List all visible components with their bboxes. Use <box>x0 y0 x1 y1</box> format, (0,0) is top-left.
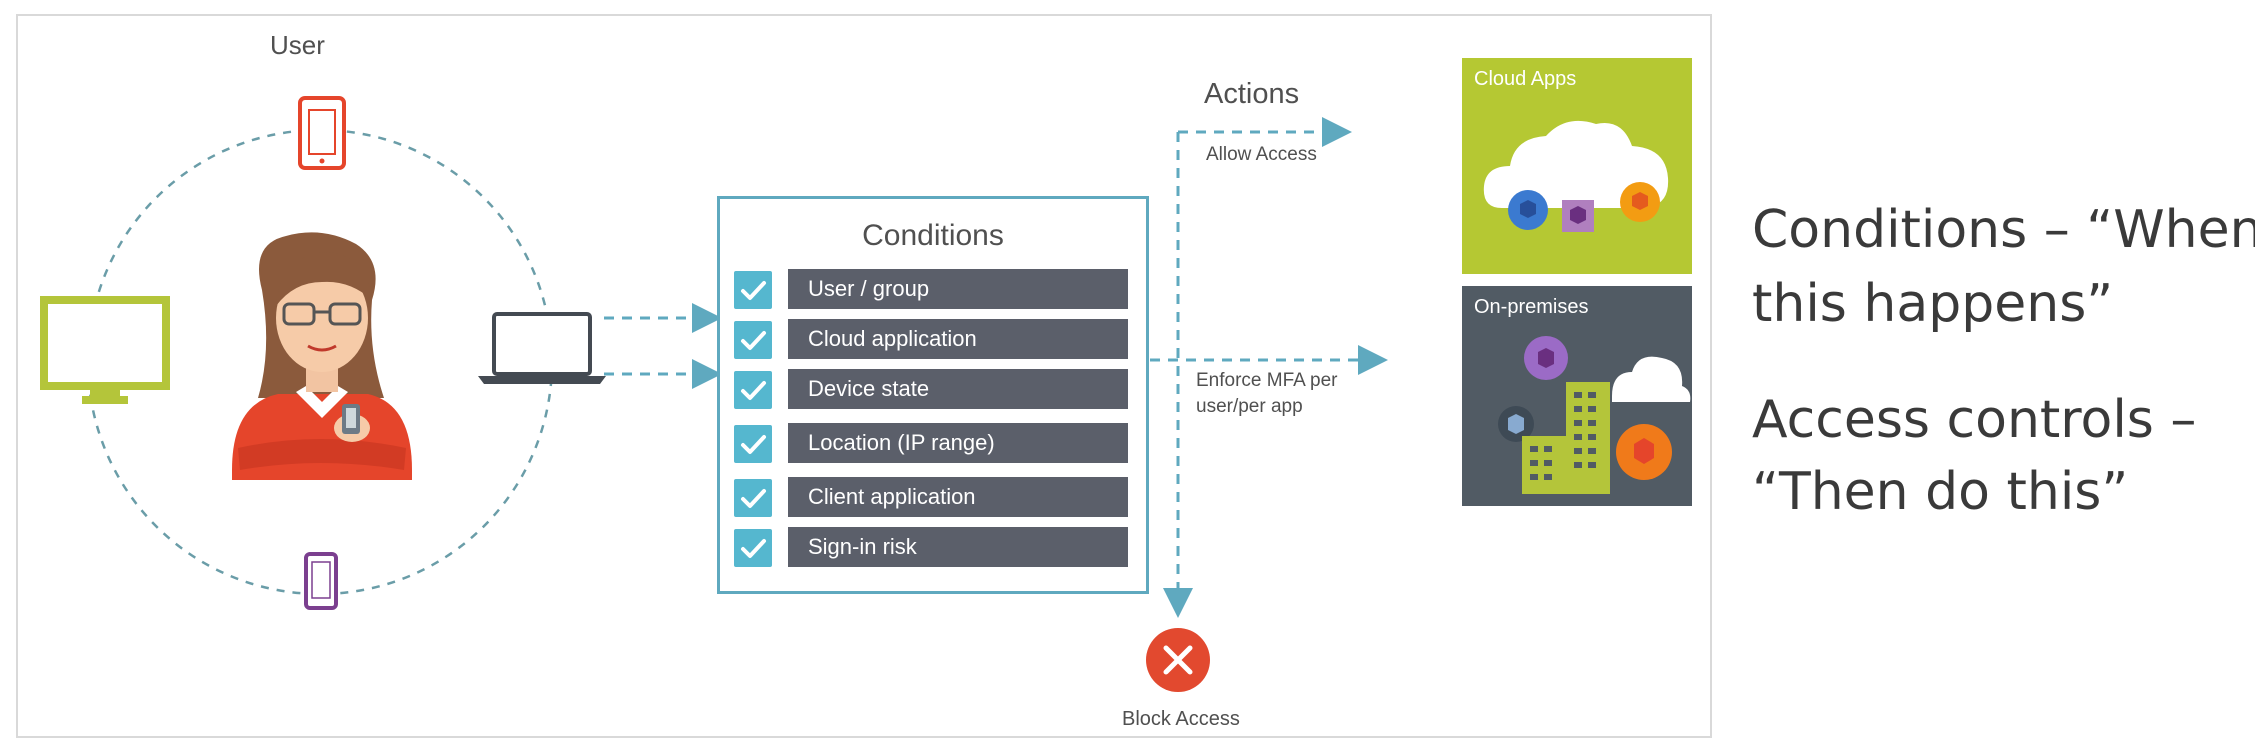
cloud-icon <box>1483 120 1669 232</box>
condition-label: Location (IP range) <box>788 423 1128 463</box>
laptop-icon <box>478 312 606 384</box>
check-icon <box>734 271 772 309</box>
condition-row: Location (IP range) <box>734 423 1130 465</box>
check-icon <box>734 321 772 359</box>
condition-row: User / group <box>734 269 1130 311</box>
condition-label: Cloud application <box>788 319 1128 359</box>
side-text-line3: Access controls – <box>1752 390 2197 450</box>
side-text-line4: “Then do this” <box>1752 462 2129 522</box>
condition-row: Cloud application <box>734 319 1130 361</box>
check-icon <box>734 425 772 463</box>
condition-label: Device state <box>788 369 1128 409</box>
on-premises-tile: On-premises <box>1462 286 1692 506</box>
building-icon <box>1498 336 1691 494</box>
actions-title: Actions <box>1204 78 1300 110</box>
condition-label: Sign-in risk <box>788 527 1128 567</box>
check-icon <box>734 529 772 567</box>
access-diagram <box>40 96 1388 692</box>
cloud-apps-label: Cloud Apps <box>1474 68 1577 90</box>
condition-label: User / group <box>788 269 1128 309</box>
condition-row: Device state <box>734 369 1130 411</box>
side-text-line2: this happens” <box>1752 274 2114 334</box>
condition-row: Sign-in risk <box>734 527 1130 569</box>
user-label: User <box>270 30 325 60</box>
on-premises-label: On-premises <box>1474 296 1589 318</box>
condition-label: Client application <box>788 477 1128 517</box>
enforce-mfa-line2: user/per app <box>1196 396 1303 417</box>
cloud-apps-tile: Cloud Apps <box>1462 58 1692 274</box>
enforce-mfa-label: Enforce MFA per user/per app <box>1196 368 1338 420</box>
phone-icon <box>304 552 338 610</box>
person-avatar <box>232 232 412 480</box>
conditions-panel: Conditions User / group Cloud applicatio… <box>717 196 1149 594</box>
check-icon <box>734 371 772 409</box>
tablet-icon <box>298 96 346 170</box>
monitor-icon <box>40 296 170 404</box>
condition-row: Client application <box>734 477 1130 519</box>
block-x-icon <box>1146 628 1210 692</box>
check-icon <box>734 479 772 517</box>
enforce-mfa-line1: Enforce MFA per <box>1196 370 1338 391</box>
allow-access-label: Allow Access <box>1206 144 1317 165</box>
block-access-label: Block Access <box>1122 708 1240 730</box>
side-text-line1: Conditions – “When <box>1752 200 2255 260</box>
conditions-title: Conditions <box>862 219 1004 252</box>
